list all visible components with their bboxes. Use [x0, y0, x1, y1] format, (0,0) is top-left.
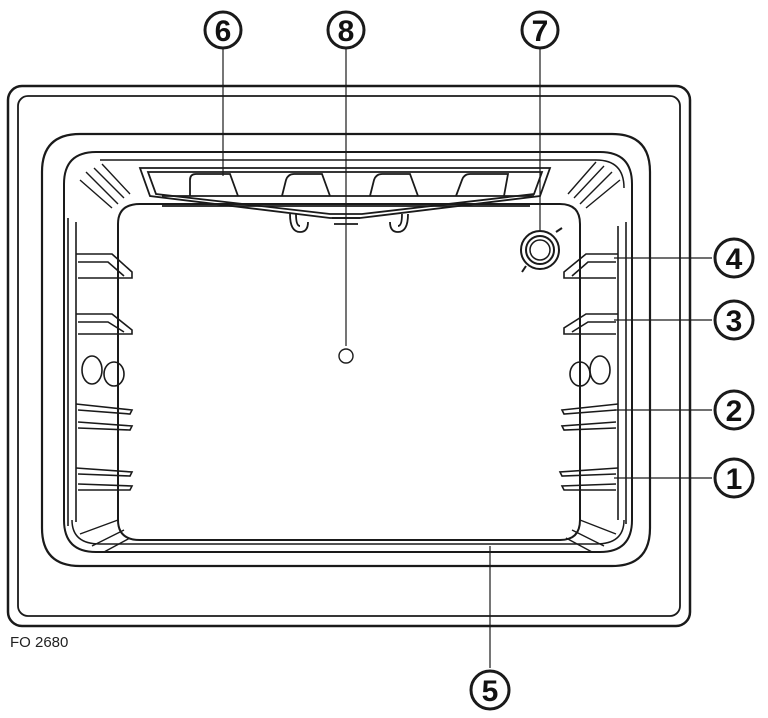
- back-wall: [117, 203, 581, 541]
- grill-heating-element: [138, 167, 552, 233]
- callout-3: 3: [713, 299, 755, 341]
- callout-2: 2: [713, 389, 755, 431]
- svg-text:8: 8: [338, 15, 355, 48]
- outer-frame-inner: [17, 95, 681, 617]
- outer-frame-outer: [6, 84, 692, 628]
- svg-text:1: 1: [726, 463, 743, 496]
- svg-text:7: 7: [532, 15, 549, 48]
- centre-fan-cover: [338, 348, 354, 364]
- callout-6: 6: [203, 10, 243, 50]
- cavity-inner-edge: [63, 151, 633, 553]
- callout-1: 1: [713, 457, 755, 499]
- svg-text:5: 5: [482, 675, 499, 708]
- right-shelf-runners: [558, 222, 627, 524]
- callout-5: 5: [469, 669, 511, 711]
- svg-text:6: 6: [215, 15, 232, 48]
- callout-7: 7: [520, 10, 560, 50]
- figure-code: FO 2680: [10, 634, 69, 651]
- corner-lines: [79, 161, 621, 553]
- svg-text:3: 3: [726, 305, 743, 338]
- oven-light: [520, 227, 563, 273]
- callout-4: 4: [713, 237, 755, 279]
- left-shelf-runners: [67, 218, 134, 526]
- svg-text:4: 4: [726, 243, 743, 276]
- cavity-lip-top: [100, 159, 625, 189]
- cavity-outer-edge: [40, 132, 652, 568]
- svg-text:2: 2: [726, 395, 743, 428]
- leader-lines: [222, 48, 712, 668]
- callout-8: 8: [326, 10, 366, 50]
- cavity-lip-bottom: [71, 519, 625, 545]
